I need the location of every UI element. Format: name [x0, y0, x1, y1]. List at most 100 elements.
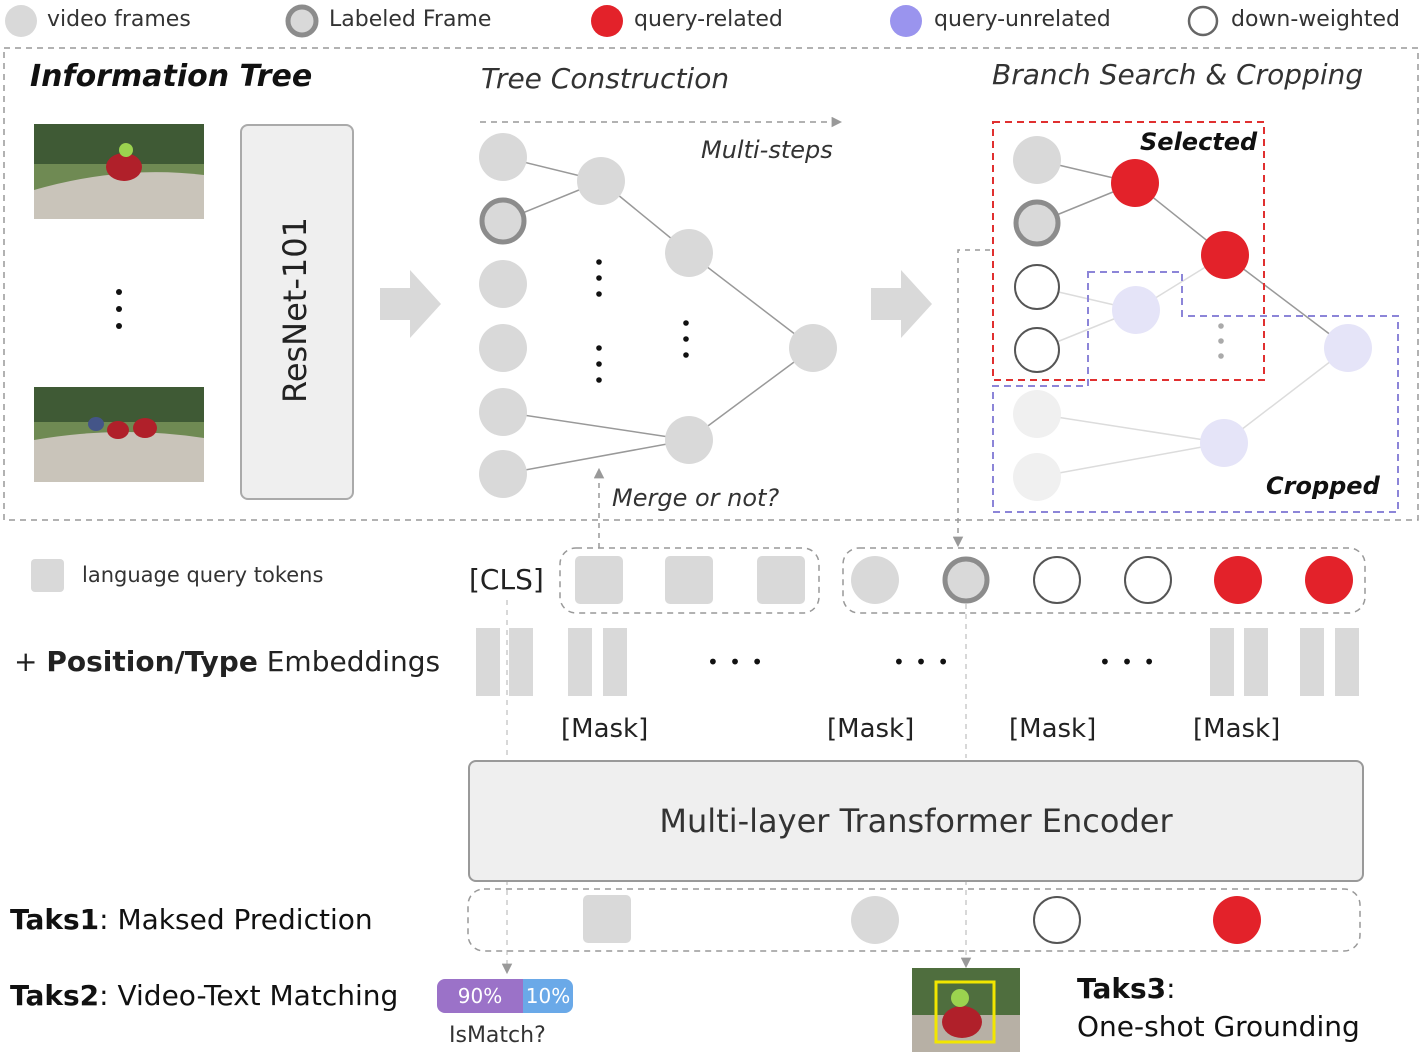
branch-leaf-cropped	[1013, 453, 1061, 501]
frame-token-query-related	[1214, 556, 1262, 604]
language-tokens	[575, 556, 805, 604]
branch-ellipsis	[1218, 323, 1224, 359]
grounding-thumbnail	[912, 968, 1020, 1052]
branch-search-edges	[1036, 159, 1349, 349]
task2-text: : Video-Text Matching	[99, 979, 399, 1012]
arrow-to-tree-construction	[380, 270, 441, 338]
legend-markers	[5, 4, 1219, 38]
tree-level1-node	[577, 157, 625, 205]
legend-video-frame-icon	[5, 5, 37, 37]
resnet-label: ResNet-101	[276, 217, 314, 403]
legend-labeled-frame-icon	[285, 4, 319, 38]
task3-label: Taks3:	[1077, 972, 1176, 1005]
task1-bold: Taks1	[10, 903, 100, 936]
task2-label: Taks2: Video-Text Matching	[10, 979, 398, 1012]
frame-token-video-frame	[851, 556, 899, 604]
tree-construction-nodes	[479, 133, 837, 498]
task3-text: One-shot Grounding	[1077, 1010, 1360, 1043]
tree-root-node	[789, 324, 837, 372]
branch-leaf-cropped	[1013, 390, 1061, 438]
embedding-ellipsis: • • •	[1099, 650, 1158, 674]
tree-leaf-node	[479, 260, 527, 308]
cls-token-label: [CLS]	[469, 563, 544, 596]
resnet-box	[240, 124, 354, 500]
branch-node-query-related	[1201, 231, 1249, 279]
frame-token-labeled-frame	[942, 556, 990, 604]
legend-query-unrelated-icon	[890, 5, 922, 37]
task1-label: Taks1: Maksed Prediction	[10, 903, 373, 936]
frame-tokens	[851, 556, 1353, 604]
frame-token-down-weighted	[1124, 556, 1172, 604]
task1-text: : Maksed Prediction	[99, 903, 373, 936]
task2-bold: Taks2	[10, 979, 100, 1012]
mask-label: [Mask]	[1009, 714, 1097, 744]
branch-leaf-video-frame	[1013, 136, 1061, 184]
predicted-video-frame	[851, 896, 899, 944]
language-token-legend-icon	[31, 559, 64, 592]
task3-colon: :	[1166, 972, 1176, 1005]
tree-leaf-node	[479, 133, 527, 181]
information-tree-frame	[3, 47, 1419, 521]
mask-label: [Mask]	[1193, 714, 1281, 744]
cropped-box	[992, 271, 1399, 513]
masked-prediction-group	[467, 888, 1361, 952]
branch-leaf-down-weighted	[1014, 264, 1060, 310]
tree-ellipsis	[596, 259, 689, 383]
legend-query-related-label: query-related	[634, 7, 783, 32]
position-prefix: +	[14, 645, 47, 678]
arrow-to-branch-search	[871, 270, 932, 338]
multi-steps-label: Multi-steps	[701, 136, 833, 164]
video-frame-thumbnail-top	[34, 124, 204, 219]
branch-node-query-unrelated	[1200, 419, 1248, 467]
task3-bold: Taks3	[1077, 972, 1167, 1005]
branch-node-query-related	[1111, 159, 1159, 207]
language-token	[665, 556, 713, 604]
branch-node-query-unrelated	[1112, 286, 1160, 334]
merge-or-not-label: Merge or not?	[612, 484, 780, 512]
match-no-badge: 10%	[523, 979, 573, 1013]
tree-leaf-node	[479, 388, 527, 436]
predicted-down-weighted	[1033, 896, 1081, 944]
tree-construction-title: Tree Construction	[481, 62, 730, 95]
mask-label: [Mask]	[561, 714, 649, 744]
legend-labeled-frame-label: Labeled Frame	[329, 7, 492, 32]
is-match-label: IsMatch?	[449, 1023, 546, 1048]
position-suffix: Embeddings	[257, 645, 441, 678]
branch-root-query-unrelated	[1324, 324, 1372, 372]
tree-leaf-node	[479, 450, 527, 498]
branch-to-token-link	[952, 249, 990, 548]
embedding-ellipsis: • • •	[707, 650, 766, 674]
embedding-bars	[476, 628, 1359, 696]
branch-leaf-down-weighted	[1014, 327, 1060, 373]
predicted-query-related	[1213, 896, 1261, 944]
branch-search-nodes	[1013, 136, 1372, 501]
position-type-embeddings-label: + Position/Type Embeddings	[14, 645, 440, 678]
selected-label: Selected	[1140, 128, 1258, 156]
embedding-ellipsis: • • •	[893, 650, 952, 674]
frame-token-down-weighted	[1033, 556, 1081, 604]
selected-box	[992, 121, 1265, 381]
grounding-bbox	[934, 980, 996, 1044]
language-token	[757, 556, 805, 604]
position-bold: Position/Type	[46, 645, 258, 678]
branch-search-title: Branch Search & Cropping	[992, 58, 1364, 91]
tree-level2-node	[665, 416, 713, 464]
tree-construction-edges	[502, 156, 814, 475]
information-tree-title: Information Tree	[30, 59, 313, 94]
legend-query-unrelated-label: query-unrelated	[934, 7, 1111, 32]
video-frame-thumbnail-bottom	[34, 387, 204, 482]
branch-search-faded-edges	[1036, 254, 1349, 478]
language-token	[575, 556, 623, 604]
frame-token-query-related	[1305, 556, 1353, 604]
predicted-language-token	[583, 895, 631, 943]
legend-down-weighted-label: down-weighted	[1231, 7, 1400, 32]
match-yes-badge: 90%	[437, 979, 523, 1013]
language-token-group	[559, 547, 820, 614]
tree-leaf-node	[479, 324, 527, 372]
mask-label: [Mask]	[827, 714, 915, 744]
legend-down-weighted-icon	[1187, 5, 1219, 37]
legend-query-related-icon	[591, 5, 623, 37]
tree-level2-node	[665, 229, 713, 277]
vertical-ellipsis-frames	[116, 289, 122, 329]
